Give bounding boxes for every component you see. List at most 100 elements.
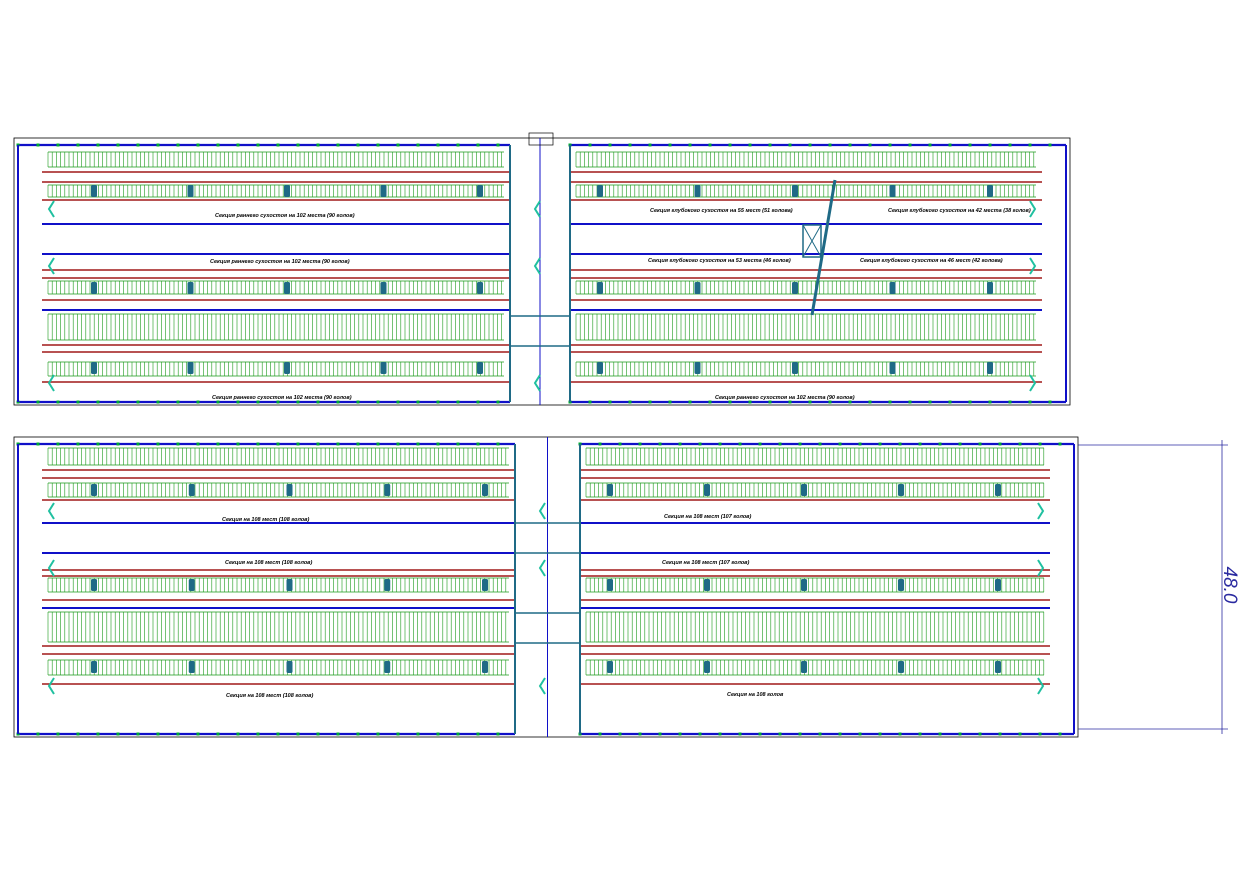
wall-post [356,732,360,736]
column-post [597,282,603,294]
section-label: Секция глубокого сухостоя на 55 мест (51… [650,207,793,214]
wall-post [156,732,160,736]
gate-arrow [538,502,546,520]
dimension-48: 48.0 [1078,440,1240,734]
gate-arrow [47,502,55,520]
column-post [187,185,194,197]
wall-post [938,732,942,736]
section-label: Секция глубокого сухостоя на 46 мест (42… [860,257,1003,264]
wall-post [76,442,80,446]
wall-post [678,732,682,736]
wall-post [758,442,762,446]
wall-post [56,732,60,736]
column-post [477,282,483,294]
wall-post [176,143,180,147]
wall-post [476,732,480,736]
wall-post [296,143,300,147]
wall-post [216,400,220,404]
wall-post [618,442,622,446]
wall-post [888,400,892,404]
wall-post [436,143,440,147]
column-post [995,579,1001,591]
wall-post [436,400,440,404]
wall-post [878,732,882,736]
column-post [284,282,290,294]
passage-box [509,315,571,347]
wall-post [898,442,902,446]
wall-post [968,400,972,404]
wall-post [908,143,912,147]
column-post [898,579,904,591]
wall-post [728,400,732,404]
wall-post [396,400,400,404]
wall-post [256,143,260,147]
wall-post [376,143,380,147]
column-post [91,185,97,197]
wall-post [136,143,140,147]
wall-post [808,143,812,147]
column-post [694,362,701,374]
wall-post [838,732,842,736]
wall-post [988,143,992,147]
wall-post [808,400,812,404]
wall-post [396,442,400,446]
wall-post [316,442,320,446]
wall-post [76,400,80,404]
column-post [477,185,483,197]
wall-post [416,143,420,147]
wall-post [618,732,622,736]
column-post [91,579,97,591]
section-label: Секция на 108 мест (108 голов) [222,517,310,523]
wall-post [276,400,280,404]
wall-post [216,732,220,736]
wall-post [948,400,952,404]
wall-post [236,442,240,446]
wall-post [196,400,200,404]
column-post [482,579,488,591]
wall-post [136,442,140,446]
column-post [987,282,993,294]
wall-post [858,732,862,736]
wall-post [958,442,962,446]
wall-post [456,143,460,147]
wall-post [56,143,60,147]
building-1-labels: Секция раннего сухостоя на 102 места (90… [210,207,1031,401]
wall-post [1008,400,1012,404]
wall-post [748,400,752,404]
gate-arrow [1037,502,1045,520]
wall-post [216,143,220,147]
wall-post [738,442,742,446]
wall-post [36,143,40,147]
wall-post [768,143,772,147]
wall-post [998,442,1002,446]
wall-post [296,732,300,736]
wall-post [96,442,100,446]
wall-post [336,400,340,404]
wall-post [416,442,420,446]
wall-post [908,400,912,404]
wall-post [848,400,852,404]
wall-post [928,143,932,147]
gate-arrow [1037,559,1045,577]
wall-post [1058,442,1062,446]
plan-geometry [13,132,1079,738]
diagonal-duct [810,179,837,316]
wall-post [958,732,962,736]
wall-post [708,143,712,147]
passage-box [514,612,581,644]
wall-post [588,143,592,147]
wall-post [96,732,100,736]
wall-post [938,442,942,446]
wall-post [738,732,742,736]
wall-post [658,442,662,446]
gate-arrow [533,200,541,218]
column-post [704,484,710,496]
column-post [801,579,807,591]
wall-post [878,442,882,446]
wall-post [698,732,702,736]
wall-post [496,442,500,446]
wall-post [76,732,80,736]
wall-post [96,143,100,147]
wall-post [196,442,200,446]
wall-post [728,143,732,147]
